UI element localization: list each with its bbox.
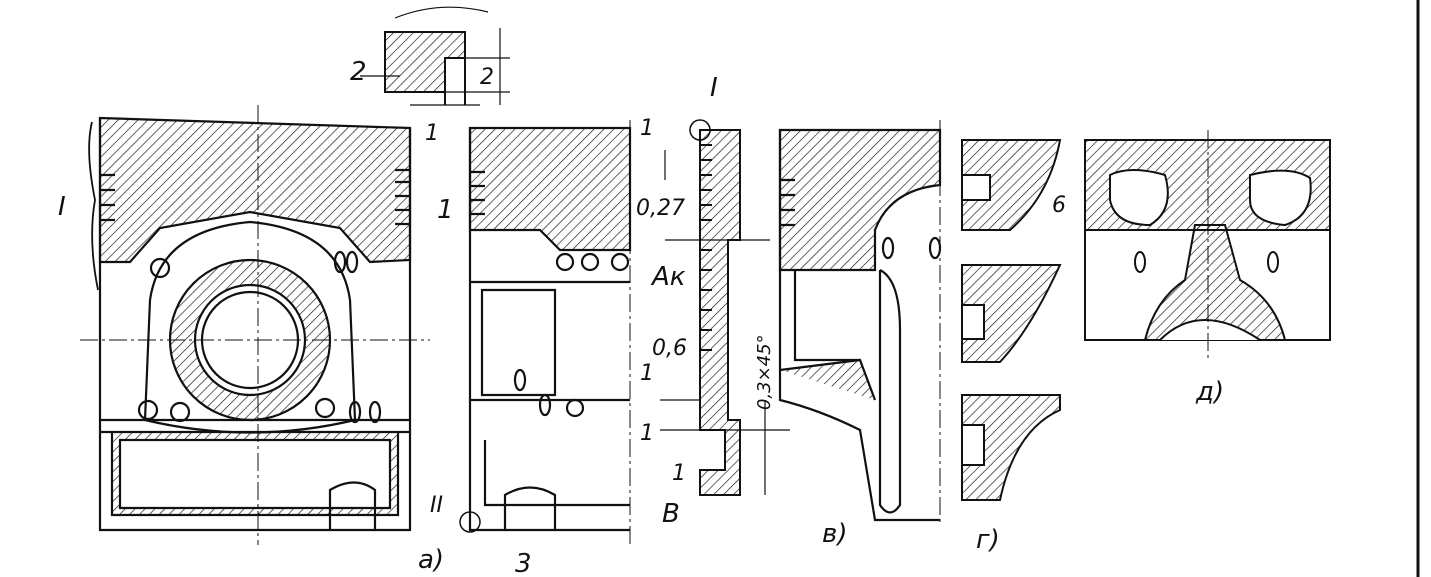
label-Ak: Aк	[650, 262, 686, 292]
ring-groove-detail	[660, 119, 790, 496]
label-view-d: д)	[1195, 377, 1224, 407]
label-num-1-e: 1	[640, 421, 654, 446]
label-num-2-a: 2	[350, 57, 367, 87]
label-num-3: 3	[515, 549, 532, 577]
view-half-section	[459, 126, 632, 533]
label-num-1-c: 1	[640, 116, 654, 141]
view-a-centerlines	[80, 105, 430, 545]
label-detail-II: II	[430, 493, 443, 518]
view-g-details	[961, 139, 1062, 501]
label-dim-027: 0,27	[636, 196, 685, 221]
label-dim-06: 0,6	[652, 336, 687, 361]
label-num-1-d: 1	[640, 361, 654, 386]
label-num-1-a: 1	[425, 121, 439, 146]
label-detail-I-top: I	[710, 73, 718, 103]
view-v-section	[778, 128, 942, 522]
label-num-1-b: 1	[437, 195, 454, 225]
view-g-grooves	[961, 174, 991, 466]
label-view-v: в)	[822, 519, 847, 549]
label-num-6: 6	[1052, 193, 1066, 218]
label-view-a: а)	[418, 545, 444, 575]
label-num-1-f: 1	[672, 461, 686, 486]
view-d-section	[1084, 139, 1331, 341]
label-detail-I-left: I	[58, 192, 66, 222]
label-dim-chamfer: 0,3×45°	[754, 334, 775, 410]
label-num-2-b: 2	[480, 65, 494, 90]
label-B: В	[662, 499, 680, 529]
detail-top-ring	[360, 6, 510, 106]
view-a-piston-section	[88, 116, 412, 532]
label-view-g: г)	[976, 525, 1000, 555]
